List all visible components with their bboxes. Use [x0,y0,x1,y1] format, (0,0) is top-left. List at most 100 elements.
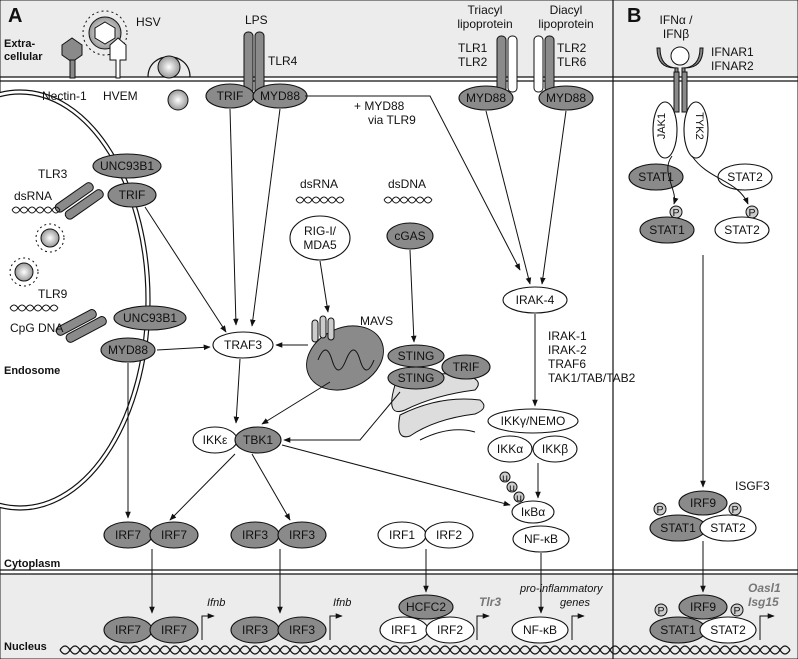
myd88-note-2: via TLR9 [368,113,416,127]
tlr9-receptor [55,309,107,343]
trif-sting [441,354,491,380]
myd88-tlr4-label: MYD88 [260,89,300,103]
rig-i-mda5 [289,215,351,261]
irak1-label: IRAK-1 [548,329,587,343]
irf3-nuc-b-label: IRF3 [289,623,315,637]
trif-tlr3-label: TRIF [119,188,146,202]
irf2-nuc-label: IRF2 [437,623,463,637]
irf7-cyto-b [149,521,199,549]
irak2-label: IRAK-2 [548,343,587,357]
phospho-icon [730,603,744,617]
p-label-nuc-1: P [657,605,664,617]
irf7-nuc-a-label: IRF7 [115,623,141,637]
unc93b1-tlr9 [113,305,187,331]
traf3-label: TRAF3 [224,338,262,352]
ikka-label: IKKα [497,442,523,456]
triacyl-label-1: Triacyl [468,3,503,17]
rig-label-1: RIG-I/ [304,224,337,238]
irak4 [502,286,568,314]
irf7-cyto-b-label: IRF7 [161,528,187,542]
hcfc2 [398,594,454,620]
cpg-label: CpG DNA [10,321,63,335]
ub-label-2: u [509,482,515,494]
dsrna-endo-icon [11,206,61,214]
dsrna-endo-label: dsRNA [14,189,52,203]
ikkg-label: IKKγ/NEMO [501,414,566,428]
irf9-nuc-label: IRF9 [690,600,716,614]
dsdna-label: dsDNA [388,177,426,191]
tlr1-2-receptor [496,35,518,93]
tak1-label: TAK1/TAB/TAB2 [548,371,636,385]
myd88-note-1: + MYD88 [354,99,405,113]
tlr1-2-label-1: TLR1 [458,41,488,55]
ifnb-promoter-1-icon [201,613,215,640]
unc93b1-tlr9-label: UNC93B1 [123,311,177,325]
irak4-label: IRAK-4 [516,293,555,307]
p-label-nuc-2: P [733,605,740,617]
nfkb-nuc-label: NF-κB [523,623,557,637]
diacyl-label-2: lipoprotein [538,17,593,31]
sting-2-label: STING [398,371,435,385]
panel-a-label: A [8,5,22,27]
irf3-cyto-b-label: IRF3 [289,528,315,542]
ikk-gamma-nemo [487,408,579,434]
mitochondrion-icon [306,315,384,391]
irf1-nuc-label: IRF1 [391,623,417,637]
hcfc2-label: HCFC2 [406,600,446,614]
ikba-label: IκBα [521,505,545,519]
tlr2-6-receptor [533,35,555,93]
cgas [386,222,434,250]
trif-sting-label: TRIF [453,360,480,374]
tbk1-label: TBK1 [243,433,273,447]
isg15-gene: Isg15 [748,595,779,609]
tbk1 [234,426,282,454]
ikke-label: IKKε [203,433,228,447]
ub-label-1: u [502,472,508,484]
tlr4-receptor [243,31,265,95]
er-membrane-icon [391,373,485,441]
dsrna-cyto-label: dsRNA [300,177,338,191]
nfkb-nuc [511,616,569,644]
tlr4-label: TLR4 [268,54,298,68]
p-label-3: P [656,504,663,516]
dna-helix-icon [59,645,791,655]
stat2-nuc-label: STAT2 [710,623,746,637]
ifnar-label-2: IFNAR2 [711,59,754,73]
myd88-tlr9 [100,337,156,363]
stat1-top [628,163,684,191]
ifn-label-1: IFNα / [660,13,694,27]
mavs-label: MAVS [360,314,393,328]
sting-1-label: STING [398,349,435,363]
internalized-virus-icon [167,89,189,111]
trif-tlr3 [107,182,157,208]
irf7-nuc-b [149,616,199,644]
irf9-nuc [678,594,728,620]
irf3-nuc-b [277,616,327,644]
irf2-nuc [425,616,475,644]
tlr2-6-label-1: TLR2 [557,41,587,55]
ubiquitin-chain-icon [499,471,525,503]
irf2-cyto [424,521,474,549]
myd88-tlr26-label: MYD88 [546,91,586,105]
stat2-top [717,163,773,191]
extracellular-label-2: cellular [4,51,43,63]
proinflammatory-label-1: pro-inflammatory [519,583,604,595]
stat1-nuc-label: STAT1 [660,623,696,637]
traf3 [212,331,274,359]
ifn-label-2: IFNβ [663,27,689,41]
hsv-label: HSV [136,15,161,29]
unc93b1-tlr3 [92,153,162,179]
stat2-nuc [699,616,757,644]
hsv-virus-icon [82,10,128,56]
ifnar-label-1: IFNAR1 [711,45,754,59]
ifnb-promoter-2-icon [329,613,343,640]
endosome-label: Endosome [4,365,60,377]
tyk2 [683,101,709,159]
isg-promoter-icon [759,613,775,640]
oasl1-gene: Oasl1 [748,581,781,595]
irf9-isgf3-label: IRF9 [690,496,716,510]
irf3-nuc-a-label: IRF3 [242,623,268,637]
ifnb-gene-2: Ifnb [333,597,351,609]
stat2-isgf3-label: STAT2 [710,521,746,535]
